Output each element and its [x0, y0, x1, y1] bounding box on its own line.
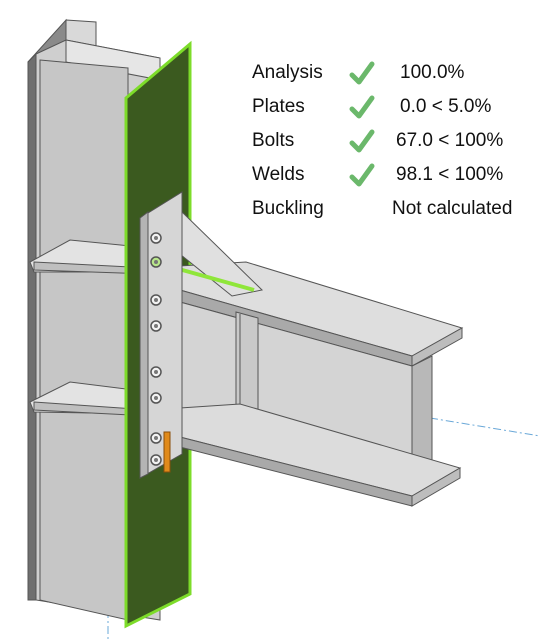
- result-value: Not calculated: [392, 198, 513, 219]
- bolt-plate: [139, 191, 183, 479]
- result-value: 67.0 < 100%: [396, 130, 504, 151]
- check-icon: [349, 129, 375, 153]
- beam: [144, 261, 464, 507]
- result-label: Welds: [252, 164, 305, 185]
- result-value: 100.0%: [400, 62, 465, 83]
- check-icon: [349, 61, 375, 85]
- bolt-center: [154, 236, 158, 240]
- result-label: Bolts: [252, 130, 295, 151]
- result-label: Plates: [252, 96, 305, 117]
- result-label: Buckling: [252, 198, 324, 219]
- bolt-center: [154, 260, 158, 264]
- result-value: 98.1 < 100%: [396, 164, 504, 185]
- axis-lines: [107, 417, 541, 640]
- bolt-center: [154, 298, 158, 302]
- check-icon: [349, 163, 375, 187]
- bolt-center: [154, 396, 158, 400]
- check-icon: [349, 95, 375, 119]
- bolt-center: [154, 458, 158, 462]
- bolt-center: [154, 324, 158, 328]
- bolt-center: [154, 436, 158, 440]
- result-label: Analysis: [252, 62, 323, 83]
- bolt-group: [150, 232, 162, 466]
- bolt-center: [154, 370, 158, 374]
- result-value: 0.0 < 5.0%: [400, 96, 492, 117]
- weld-highlight: [163, 431, 171, 473]
